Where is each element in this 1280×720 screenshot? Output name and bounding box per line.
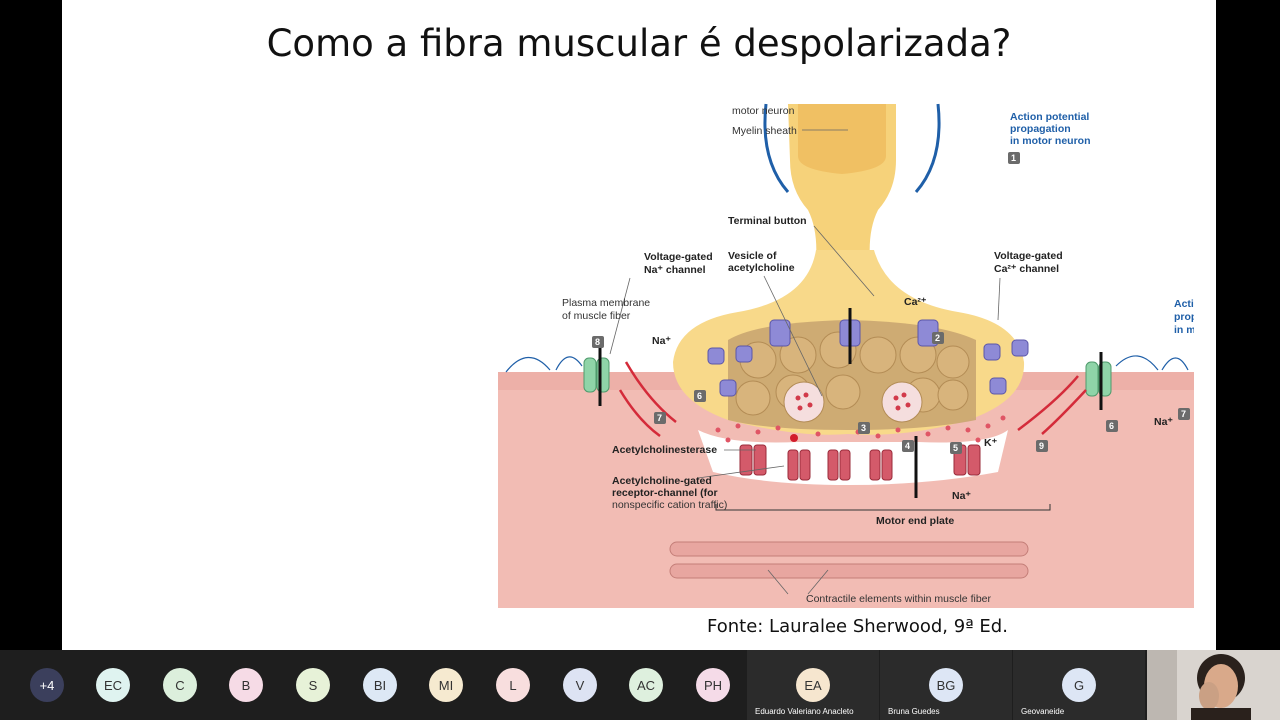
figure-credit: Fonte: Lauralee Sherwood, 9ª Ed. xyxy=(707,616,1008,637)
label-ap-motor-1: Action potential xyxy=(1010,111,1089,123)
participant-avatar[interactable]: C xyxy=(163,668,197,702)
slide: Como a fibra muscular é despolarizada? xyxy=(62,0,1216,650)
participant-avatar[interactable]: PH xyxy=(696,668,730,702)
label-plasma-2: of muscle fiber xyxy=(562,310,631,322)
step-6a: 6 xyxy=(697,391,702,401)
participant-avatar[interactable]: AC xyxy=(629,668,663,702)
tile-avatar: BG xyxy=(929,668,963,702)
label-vg-ca-1: Voltage-gated xyxy=(994,250,1063,262)
label-ap-fiber-3: in muscle fiber xyxy=(1174,324,1194,336)
tile-name: Eduardo Valeriano Anacleto xyxy=(755,707,854,716)
label-motor-neuron: motor neuron xyxy=(732,105,795,117)
label-vg-na-2: Na⁺ channel xyxy=(644,264,706,276)
label-ca: Ca²⁺ xyxy=(904,296,927,308)
participant-avatar[interactable]: MI xyxy=(429,668,463,702)
label-vesicle-2: acetylcholine xyxy=(728,262,795,274)
label-na-left: Na⁺ xyxy=(652,335,671,347)
participant-avatar[interactable]: BI xyxy=(363,668,397,702)
label-ap-motor-2: propagation xyxy=(1010,123,1071,135)
label-motor-end-plate: Motor end plate xyxy=(876,515,954,527)
step-2: 2 xyxy=(935,333,940,343)
label-na-bottom: Na⁺ xyxy=(952,490,971,502)
step-8a: 8 xyxy=(595,337,600,347)
label-ach-gated-1: Acetylcholine-gated xyxy=(612,475,712,487)
tile-name: Geovaneide xyxy=(1021,707,1064,716)
label-contractile: Contractile elements within muscle fiber xyxy=(806,593,991,605)
participant-tile[interactable]: G Geovaneide xyxy=(1013,650,1145,720)
label-na-right: Na⁺ xyxy=(1154,416,1173,428)
label-myelin-sheath: Myelin sheath xyxy=(732,125,797,137)
ach-vesicle-2 xyxy=(882,382,922,422)
label-vg-ca-2: Ca²⁺ channel xyxy=(994,263,1059,275)
label-ach-gated-2: receptor-channel (for xyxy=(612,487,718,499)
label-k: K⁺ xyxy=(984,437,998,449)
label-terminal-button: Terminal button xyxy=(728,215,807,227)
participant-tile[interactable]: BG Bruna Guedes xyxy=(880,650,1012,720)
participant-tile[interactable]: EA Eduardo Valeriano Anacleto xyxy=(747,650,879,720)
person-video-image xyxy=(1147,650,1280,720)
label-ap-motor-3: in motor neuron xyxy=(1010,135,1091,147)
step-3: 3 xyxy=(861,423,866,433)
tile-avatar: G xyxy=(1062,668,1096,702)
label-ap-fiber-1: Action potential xyxy=(1174,298,1194,310)
slide-title: Como a fibra muscular é despolarizada? xyxy=(62,22,1216,65)
participant-avatar[interactable]: B xyxy=(229,668,263,702)
label-vg-na-1: Voltage-gated xyxy=(644,251,713,263)
step-7a: 7 xyxy=(657,413,662,423)
participant-avatar[interactable]: S xyxy=(296,668,330,702)
neuromuscular-junction-figure: 1 2 3 4 5 6 6 7 7 8 8 9 motor neuron Mye… xyxy=(498,100,1194,608)
label-plasma-1: Plasma membrane xyxy=(562,297,650,309)
participant-avatar[interactable]: EC xyxy=(96,668,130,702)
label-ach-gated-3: nonspecific cation traffic) xyxy=(612,499,727,511)
label-vesicle-1: Vesicle of xyxy=(728,250,777,262)
step-1: 1 xyxy=(1011,153,1016,163)
step-4: 4 xyxy=(905,441,910,451)
more-participants-avatar[interactable]: +4 xyxy=(30,668,64,702)
participant-avatar[interactable]: V xyxy=(563,668,597,702)
step-5: 5 xyxy=(953,443,958,453)
label-ap-fiber-2: propagation xyxy=(1174,311,1194,323)
step-9: 9 xyxy=(1039,441,1044,451)
participant-avatar[interactable]: L xyxy=(496,668,530,702)
step-6b: 6 xyxy=(1109,421,1114,431)
step-7b: 7 xyxy=(1181,409,1186,419)
webcam-tile[interactable] xyxy=(1147,650,1280,720)
label-ache: Acetylcholinesterase xyxy=(612,444,717,456)
tile-name: Bruna Guedes xyxy=(888,707,940,716)
tile-avatar: EA xyxy=(796,668,830,702)
